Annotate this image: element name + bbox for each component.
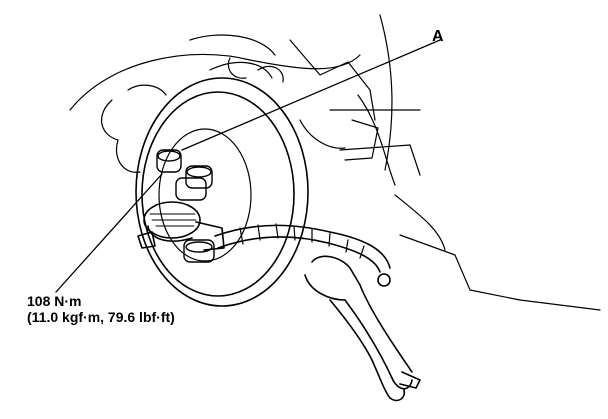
leader-lines xyxy=(55,39,441,293)
bleeder-hose xyxy=(214,223,391,273)
clamp-pliers xyxy=(304,255,421,402)
wheel-bolts xyxy=(156,149,215,263)
leader-line-torque xyxy=(55,173,163,293)
torque-conversion: (11.0 kgf·m, 79.6 lbf·ft) xyxy=(27,309,175,325)
part-label-a: A xyxy=(432,28,444,45)
leader-line-a xyxy=(181,39,441,151)
suspension-sketch xyxy=(69,14,601,311)
torque-spec: 108 N·m (11.0 kgf·m, 79.6 lbf·ft) xyxy=(27,293,175,325)
torque-value: 108 N·m xyxy=(27,293,82,309)
brake-disc xyxy=(135,77,309,307)
bleeder-fitting xyxy=(137,201,225,251)
